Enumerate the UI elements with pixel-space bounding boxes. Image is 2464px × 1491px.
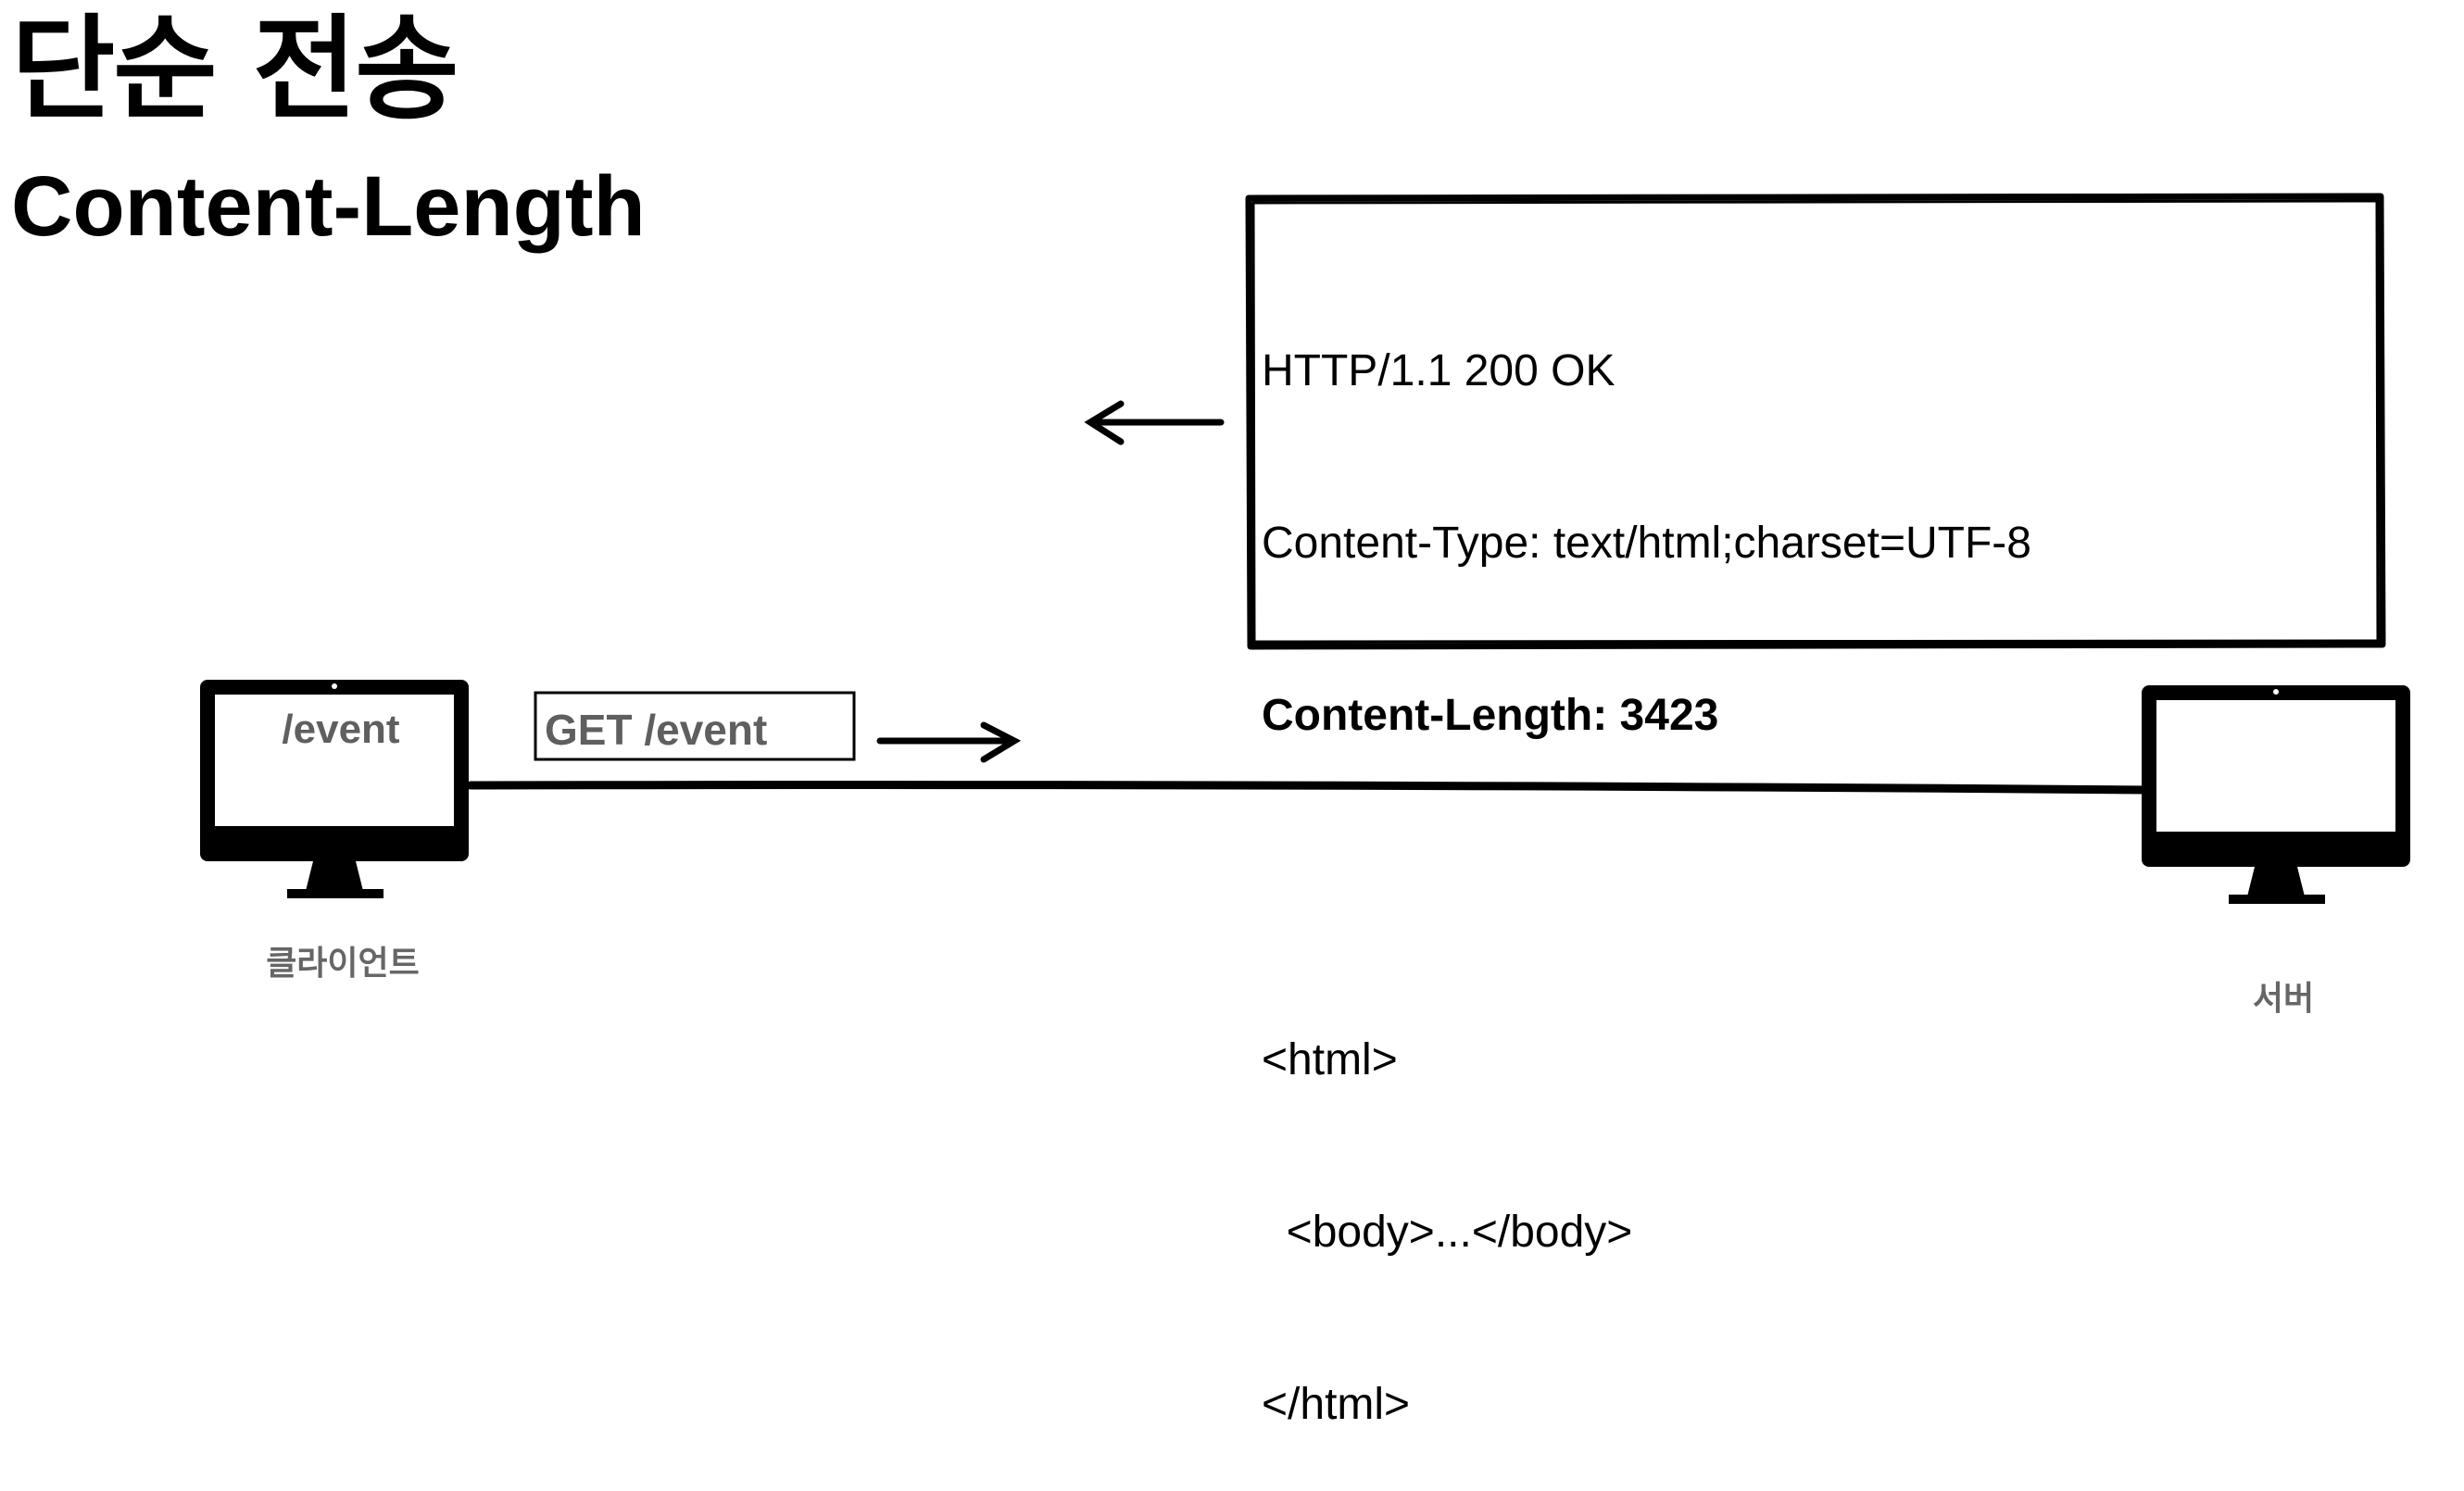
content-type-header: Content-Type: text/html;charset=UTF-8 <box>1262 519 2031 568</box>
response-box <box>1245 193 2386 650</box>
request-arrow <box>876 721 1022 763</box>
body-line: </html> <box>1262 1380 1411 1429</box>
request-label: GET /event <box>545 706 768 754</box>
response-message: HTTP/1.1 200 OK Content-Type: text/html;… <box>1262 228 2382 1491</box>
request-box <box>534 691 856 761</box>
slide-title: 단순 전송 <box>11 4 459 135</box>
server-caption: 서버 <box>2252 980 2315 1018</box>
body-line: <html> <box>1262 1035 1398 1084</box>
content-length-header: Content-Length: 3423 <box>1262 691 1719 740</box>
server-monitor-icon <box>2142 685 2410 904</box>
client-screen-path: /event <box>282 707 400 752</box>
blank-line <box>1262 859 2382 917</box>
connection-line <box>466 781 2154 795</box>
response-arrow <box>1084 400 1225 445</box>
status-line: HTTP/1.1 200 OK <box>1262 346 1615 395</box>
http-diagram <box>200 193 2410 904</box>
client-caption: 클라이언트 <box>266 945 420 983</box>
body-line: <body>...</body> <box>1262 1208 1633 1257</box>
slide-subtitle: Content-Length <box>11 159 646 254</box>
client-monitor-icon <box>200 680 469 898</box>
